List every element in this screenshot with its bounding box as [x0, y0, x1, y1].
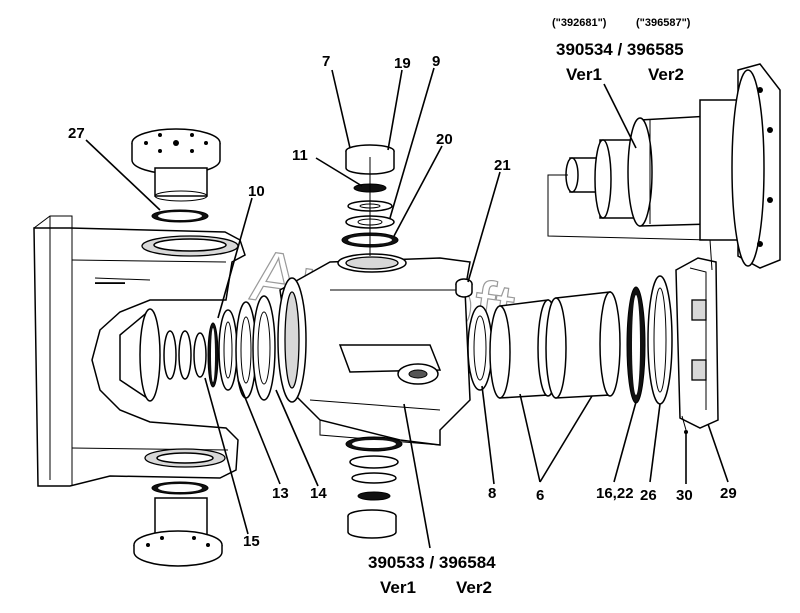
frame-marking: ▬▬▬▬▬	[95, 280, 125, 286]
hydraulic-motor	[547, 63, 781, 271]
callout-29: 29	[720, 485, 737, 502]
motor-ver1: Ver1	[566, 65, 602, 84]
callout-14: 14	[310, 485, 327, 502]
callout-27: 27	[68, 125, 85, 142]
callout-9: 9	[432, 53, 440, 70]
plug-part	[455, 278, 473, 298]
leader-lines	[85, 67, 729, 549]
bottom-small-parts-stack	[345, 436, 403, 539]
yoke-frame: ▬▬▬▬▬	[33, 215, 246, 487]
callout-10: 10	[248, 183, 265, 200]
callout-6: 6	[536, 487, 544, 504]
motor-part-numbers: 390534 / 396585	[556, 40, 684, 59]
callout-20: 20	[436, 131, 453, 148]
callout-11: 11	[292, 147, 308, 164]
motor-alt-code-2: ("396587")	[636, 17, 691, 29]
motor-alt-code-1: ("392681")	[552, 17, 607, 29]
top-cap-assembly	[131, 128, 221, 223]
cover-plate	[675, 257, 719, 434]
callout-15: 15	[243, 533, 260, 550]
top-small-parts-stack	[341, 144, 399, 256]
bottom-cap-assembly	[133, 481, 223, 567]
housing-title: 390533 / 396584 Ver1 Ver2	[368, 553, 496, 597]
motor-ver2: Ver2	[648, 65, 684, 84]
motor-title: ("392681") ("396587") 390534 / 396585 Ve…	[552, 17, 691, 84]
callout-8: 8	[488, 485, 496, 502]
housing-ver1: Ver1	[380, 578, 416, 597]
callout-26: 26	[640, 487, 657, 504]
callout-30: 30	[676, 487, 693, 504]
callout-16-22: 16,22	[596, 485, 634, 502]
central-housing	[277, 253, 471, 446]
housing-part-numbers: 390533 / 396584	[368, 553, 496, 572]
callout-19: 19	[394, 55, 411, 72]
callout-21: 21	[494, 157, 511, 174]
callout-7: 7	[322, 53, 330, 70]
callout-labels: 27 7 19 9 11 20 21 10 13 14 15 8 6 16,22…	[68, 53, 737, 550]
housing-ver2: Ver2	[456, 578, 492, 597]
callout-13: 13	[272, 485, 289, 502]
right-bushings	[467, 291, 621, 399]
right-rings	[626, 275, 673, 405]
left-seal-stack	[163, 295, 276, 401]
